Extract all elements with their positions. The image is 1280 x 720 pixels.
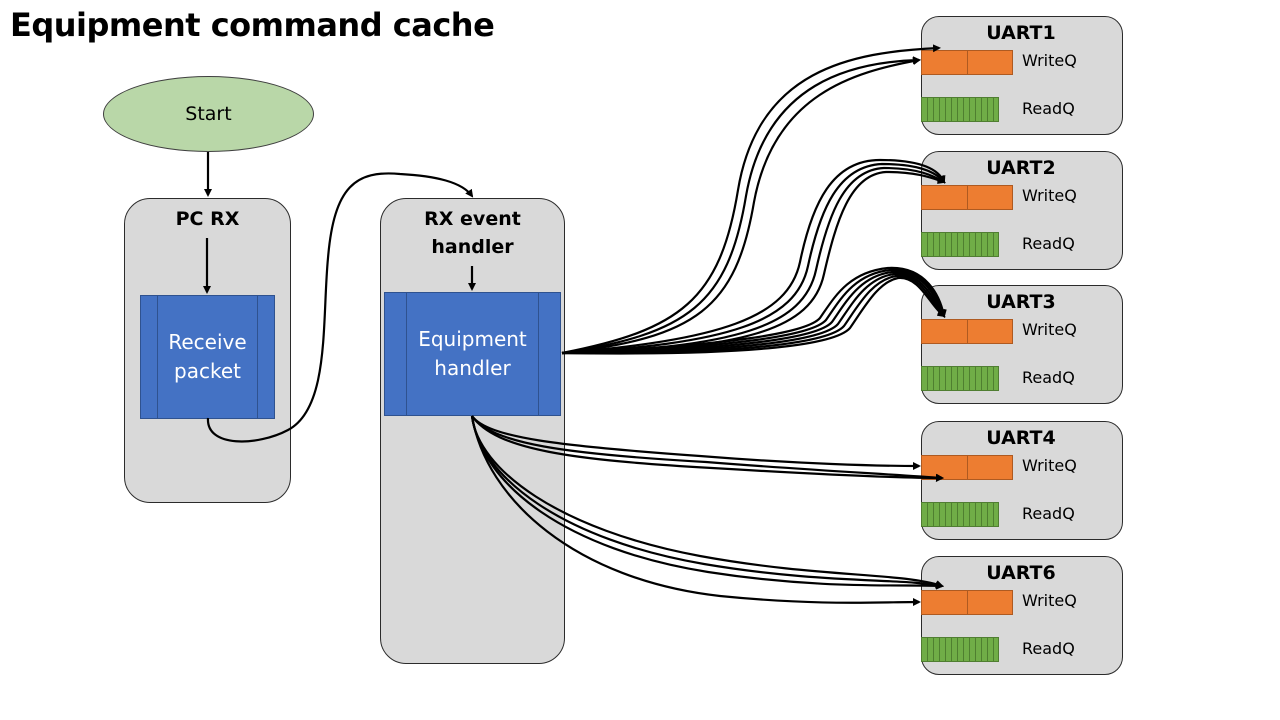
wire-to-uart3: [561, 274, 946, 355]
process-left-bar: [406, 293, 407, 415]
uart-box: UART4 WriteQ ReadQ: [921, 421, 1123, 540]
process-right-bar: [257, 296, 258, 418]
wire-to-uart1: [561, 44, 941, 355]
queue-divider: [967, 320, 968, 343]
uart-title: UART2: [986, 157, 1056, 179]
rx-event-title-line1: RX event: [424, 208, 521, 230]
uart-box: UART1 WriteQ ReadQ: [921, 16, 1123, 135]
read-queue: [921, 232, 999, 257]
write-queue: [921, 590, 1013, 615]
pc-rx-title: PC RX: [175, 208, 240, 230]
read-queue: [921, 502, 999, 527]
read-queue-label: ReadQ: [1022, 504, 1075, 523]
uart-title: UART6: [986, 562, 1056, 584]
equipment-handler-process: Equipment handler: [384, 292, 561, 416]
read-queue-label: ReadQ: [1022, 234, 1075, 253]
arrow-receive-to-rx-event: [206, 172, 474, 443]
wire-to-uart3: [561, 276, 946, 355]
read-queue-label: ReadQ: [1022, 368, 1075, 387]
uart-box: UART3 WriteQ ReadQ: [921, 285, 1123, 404]
queue-divider: [967, 51, 968, 74]
receive-packet-line2: packet: [174, 359, 241, 383]
read-queue-label: ReadQ: [1022, 639, 1075, 658]
wire-to-uart2: [561, 162, 946, 355]
wire-to-uart4: [471, 415, 944, 482]
wire-to-uart1: [561, 56, 921, 355]
wire-to-uart2: [561, 166, 946, 355]
wire-to-uart6: [470, 415, 921, 607]
read-queue: [921, 637, 999, 662]
wire-to-uart1: [561, 57, 921, 355]
rx-event-title: RX event handler: [381, 205, 564, 261]
queue-divider: [967, 456, 968, 479]
read-queue: [921, 366, 999, 391]
uart-box: UART6 WriteQ ReadQ: [921, 556, 1123, 675]
wire-to-uart3: [561, 270, 945, 355]
write-queue-label: WriteQ: [1022, 320, 1077, 339]
receive-packet-line1: Receive: [168, 330, 247, 354]
write-queue-label: WriteQ: [1022, 456, 1077, 475]
write-queue-label: WriteQ: [1022, 186, 1077, 205]
wire-to-uart4: [471, 415, 921, 470]
queue-divider: [967, 186, 968, 209]
start-node: Start: [103, 76, 314, 152]
wire-to-uart6: [470, 415, 944, 589]
process-left-bar: [157, 296, 158, 418]
equipment-handler-line1: Equipment: [418, 327, 527, 351]
write-queue: [921, 455, 1013, 480]
receive-packet-process: Receive packet: [140, 295, 275, 419]
read-queue-label: ReadQ: [1022, 99, 1075, 118]
rx-event-title-line2: handler: [431, 236, 514, 258]
wire-to-uart4: [471, 415, 944, 482]
start-label: Start: [185, 103, 232, 125]
wire-to-uart6: [470, 415, 944, 588]
write-queue-label: WriteQ: [1022, 51, 1077, 70]
uart-title: UART3: [986, 291, 1056, 313]
read-queue: [921, 97, 999, 122]
wire-to-uart6: [470, 415, 944, 590]
equipment-handler-line2: handler: [434, 356, 511, 380]
wire-to-uart3: [561, 268, 946, 355]
write-queue: [921, 319, 1013, 344]
wire-to-uart2: [561, 158, 946, 355]
write-queue: [921, 50, 1013, 75]
uart-title: UART4: [986, 427, 1056, 449]
diagram-title: Equipment command cache: [10, 6, 495, 44]
write-queue-label: WriteQ: [1022, 591, 1077, 610]
wire-to-uart3: [561, 266, 947, 355]
queue-divider: [967, 591, 968, 614]
wire-to-uart2: [561, 170, 946, 355]
wire-to-uart3: [561, 272, 946, 355]
uart-box: UART2 WriteQ ReadQ: [921, 151, 1123, 270]
write-queue: [921, 185, 1013, 210]
uart-title: UART1: [986, 22, 1056, 44]
process-right-bar: [538, 293, 539, 415]
